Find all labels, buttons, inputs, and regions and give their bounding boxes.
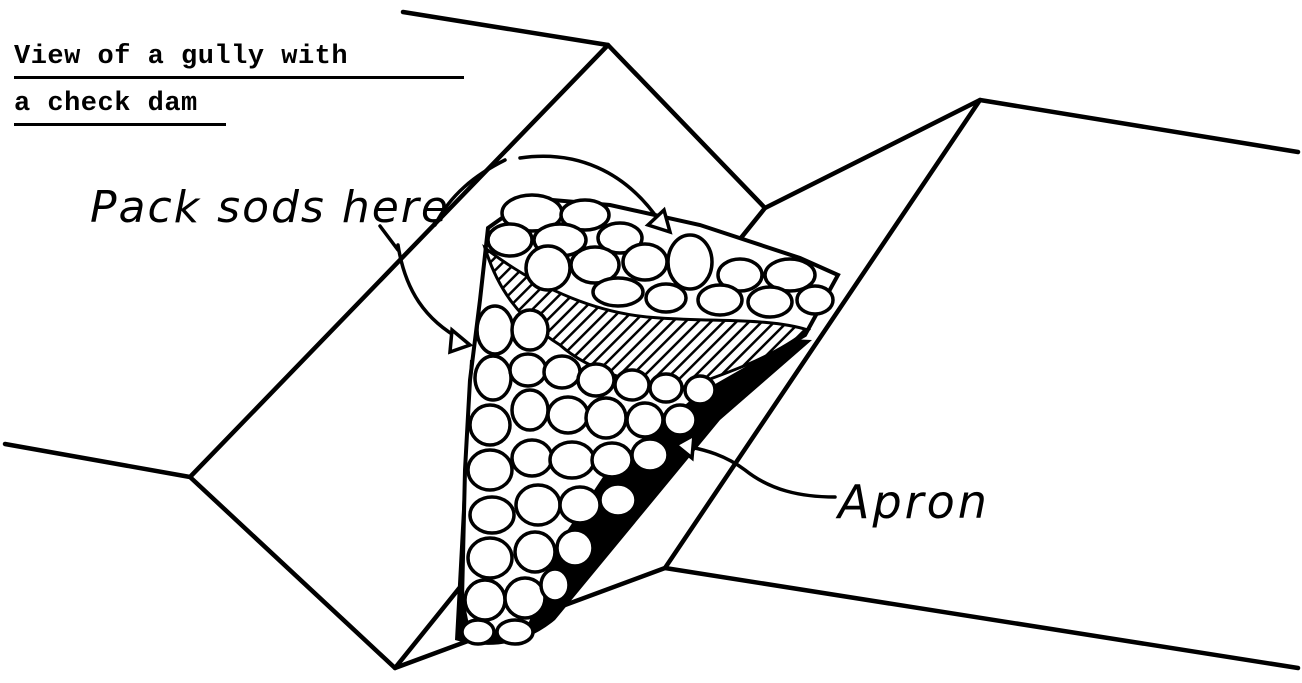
- title-underline-2: [14, 123, 226, 126]
- stone: [646, 284, 686, 312]
- stone: [592, 443, 632, 477]
- apron-label: Apron: [838, 475, 990, 529]
- stone: [512, 440, 552, 476]
- stone: [477, 306, 513, 354]
- diagram-title-line-1: View of a gully with: [14, 42, 348, 72]
- stone: [505, 578, 545, 618]
- pack-sods-label: Pack sods here: [90, 182, 450, 233]
- stone: [698, 285, 742, 315]
- arrow-to-apron-top: [398, 245, 462, 340]
- stone: [797, 286, 833, 314]
- stone: [650, 374, 682, 402]
- stone: [593, 278, 643, 306]
- stone: [526, 246, 570, 290]
- stone: [512, 310, 548, 350]
- stone: [488, 224, 532, 256]
- stone: [470, 497, 514, 533]
- stone: [557, 530, 593, 566]
- check-dam: [455, 195, 838, 645]
- stone: [462, 620, 494, 644]
- stone: [465, 580, 505, 620]
- stone: [586, 398, 626, 438]
- stone: [548, 397, 588, 433]
- title-underline-1: [14, 76, 464, 79]
- stone: [515, 532, 555, 572]
- stone: [475, 356, 511, 400]
- arrow-to-apron: [690, 447, 835, 497]
- top-ridge: [403, 12, 1298, 208]
- stone: [668, 235, 712, 289]
- stone: [468, 538, 512, 578]
- stone: [623, 244, 667, 280]
- stone: [541, 569, 569, 601]
- stone: [748, 287, 792, 317]
- stone: [685, 376, 715, 404]
- stone: [510, 354, 546, 386]
- stone: [544, 356, 580, 388]
- stone: [470, 405, 510, 445]
- stone: [512, 390, 548, 430]
- stone: [627, 403, 663, 437]
- arrowhead-apron-top: [450, 330, 470, 352]
- stone: [516, 485, 560, 525]
- stone: [632, 439, 668, 471]
- stone: [600, 484, 636, 516]
- stone: [560, 487, 600, 523]
- diagram-title-line-2: a check dam: [14, 89, 198, 119]
- stone: [664, 405, 696, 435]
- stone: [550, 442, 594, 478]
- stone: [615, 370, 649, 400]
- stone: [497, 620, 533, 644]
- stone: [578, 364, 614, 396]
- stone: [468, 450, 512, 490]
